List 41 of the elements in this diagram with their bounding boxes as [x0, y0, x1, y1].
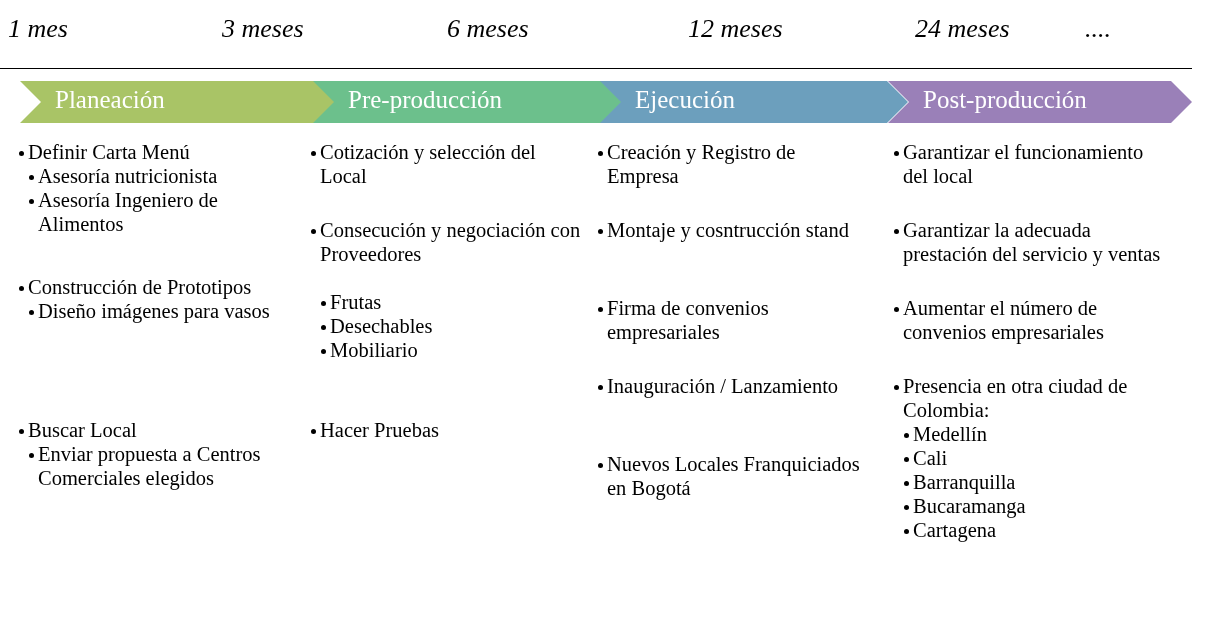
timeline-label: 24 meses	[915, 14, 1010, 44]
bullet-item: Asesoría Ingeniero de Alimentos	[38, 188, 219, 236]
bullet-item: Montaje y cosntrucción stand	[607, 218, 850, 242]
timeline-label: ....	[1085, 14, 1111, 44]
bullet-item: Cotización y selección del Local	[320, 140, 537, 188]
timeline-label: 12 meses	[688, 14, 783, 44]
bullet-item: Construcción de Prototipos	[28, 275, 253, 299]
bullet-item: Bucaramanga	[913, 494, 1027, 518]
bullet-item: Cali	[913, 446, 949, 470]
bullet-item: Nuevos Locales Franquiciados en Bogotá	[607, 452, 861, 500]
timeline-label: 3 meses	[222, 14, 304, 44]
bullet-item: Frutas	[330, 290, 383, 314]
bullet-item: Firma de convenios empresariales	[607, 296, 770, 344]
bullet-item: Diseño imágenes para vasos	[38, 299, 271, 323]
stage-label: Ejecución	[635, 86, 735, 114]
bullet-item: Asesoría nutricionista	[38, 164, 219, 188]
bullet-item: Cartagena	[913, 518, 998, 542]
bullet-item: Barranquilla	[913, 470, 1017, 494]
stage-label: Pre-producción	[348, 86, 503, 114]
bullet-item: Creación y Registro de Empresa	[607, 140, 797, 188]
bullet-item: Consecución y negociación con Proveedores	[320, 218, 582, 266]
bullet-item: Presencia en otra ciudad de Colombia:	[903, 374, 1129, 422]
bullet-item: Mobiliario	[330, 338, 419, 362]
stage-banner	[313, 81, 623, 123]
timeline-label: 6 meses	[447, 14, 529, 44]
stage-label: Post-producción	[923, 86, 1087, 114]
timeline-label: 1 mes	[8, 14, 68, 44]
bullet-item: Definir Carta Menú	[28, 140, 191, 164]
bullet-item: Garantizar la adecuada prestación del servicio y ventas	[903, 218, 1162, 266]
stage-banner	[20, 81, 335, 123]
bullet-item: Inauguración / Lanzamiento	[607, 374, 840, 398]
bullet-item: Garantizar el funcionamiento del local	[903, 140, 1145, 188]
bullet-item: Medellín	[913, 422, 988, 446]
bullet-item: Desechables	[330, 314, 434, 338]
bullet-item: Hacer Pruebas	[320, 418, 440, 442]
stage-banner	[888, 81, 1192, 123]
bullet-item: Enviar propuesta a Centros Comerciales elegidos	[38, 442, 262, 490]
stage-label: Planeación	[55, 86, 165, 114]
bullet-item: Buscar Local	[28, 418, 138, 442]
stage-banner	[600, 81, 908, 123]
bullet-item: Aumentar el número de convenios empresariales	[903, 296, 1105, 344]
